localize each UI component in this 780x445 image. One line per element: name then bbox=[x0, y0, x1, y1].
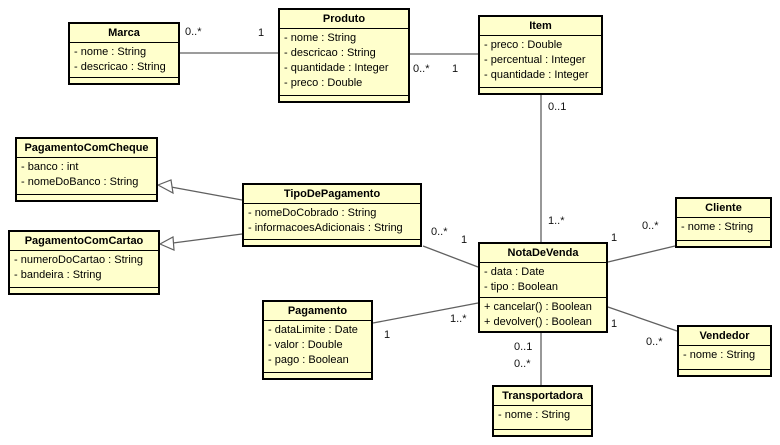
attribute: - quantidade : Integer bbox=[484, 69, 589, 81]
attribute: - preco : Double bbox=[484, 39, 563, 51]
class-title: PagamentoComCheque bbox=[17, 139, 156, 158]
class-attributes: - data : Date - tipo : Boolean bbox=[480, 263, 606, 297]
attribute: - numeroDoCartao : String bbox=[14, 254, 143, 266]
class-attributes: - nome : String bbox=[677, 218, 770, 240]
class-title: TipoDePagamento bbox=[244, 185, 420, 204]
class-title: Item bbox=[480, 17, 601, 36]
multiplicity-label: 0..1 bbox=[514, 341, 533, 353]
attribute: - nome : String bbox=[498, 409, 571, 421]
empty-operations-compartment bbox=[480, 87, 601, 93]
class-attributes: - nome : String - descricao : String - q… bbox=[280, 29, 408, 95]
multiplicity-label: 0..1 bbox=[548, 101, 567, 113]
multiplicity-label: 1 bbox=[461, 234, 468, 246]
generalization-line-cartao bbox=[172, 233, 243, 244]
class-title: Marca bbox=[70, 24, 178, 43]
attribute: - nome : String bbox=[284, 32, 357, 44]
class-attributes: - nome : String - descricao : String bbox=[70, 43, 178, 77]
attribute: - nomeDoCobrado : String bbox=[248, 207, 377, 219]
attribute: - percentual : Integer bbox=[484, 54, 586, 66]
multiplicity-label: 1..* bbox=[548, 215, 565, 227]
class-title: NotaDeVenda bbox=[480, 244, 606, 263]
association-tipodepagamento-notadevenda bbox=[422, 245, 479, 268]
attribute: - descricao : String bbox=[74, 61, 166, 73]
class-attributes: - nome : String bbox=[679, 346, 770, 369]
empty-operations-compartment bbox=[264, 372, 371, 378]
class-attributes: - banco : int - nomeDoBanco : String bbox=[17, 158, 156, 194]
attribute: - descricao : String bbox=[284, 47, 376, 59]
multiplicity-label: 1 bbox=[258, 27, 265, 39]
class-vendedor[interactable]: Vendedor - nome : String bbox=[677, 325, 772, 377]
empty-operations-compartment bbox=[17, 194, 156, 200]
class-item[interactable]: Item - preco : Double - percentual : Int… bbox=[478, 15, 603, 95]
empty-operations-compartment bbox=[679, 369, 770, 375]
class-cliente[interactable]: Cliente - nome : String bbox=[675, 197, 772, 248]
attribute: - dataLimite : Date bbox=[268, 324, 358, 336]
class-title: Produto bbox=[280, 10, 408, 29]
multiplicity-label: 0..* bbox=[431, 226, 448, 238]
attribute: - tipo : Boolean bbox=[484, 281, 558, 293]
attribute: - nome : String bbox=[681, 221, 754, 233]
attribute: - quantidade : Integer bbox=[284, 62, 389, 74]
multiplicity-label: 0..* bbox=[185, 26, 202, 38]
class-pagamentocomcartao[interactable]: PagamentoComCartao - numeroDoCartao : St… bbox=[8, 230, 160, 295]
multiplicity-label: 0..* bbox=[514, 358, 531, 370]
class-title: PagamentoComCartao bbox=[10, 232, 158, 251]
empty-operations-compartment bbox=[677, 240, 770, 246]
association-notadevenda-cliente bbox=[607, 245, 676, 263]
generalization-arrow-cartao-icon bbox=[158, 236, 175, 251]
multiplicity-label: 1 bbox=[611, 318, 618, 330]
class-tipodepagamento[interactable]: TipoDePagamento - nomeDoCobrado : String… bbox=[242, 183, 422, 247]
class-operations: + cancelar() : Boolean + devolver() : Bo… bbox=[480, 297, 606, 331]
association-pagamento-notadevenda bbox=[372, 302, 479, 324]
multiplicity-label: 1 bbox=[384, 329, 391, 341]
operation: + cancelar() : Boolean bbox=[484, 301, 592, 313]
attribute: - nomeDoBanco : String bbox=[21, 176, 139, 188]
class-title: Vendedor bbox=[679, 327, 770, 346]
multiplicity-label: 1 bbox=[452, 63, 459, 75]
attribute: - nome : String bbox=[683, 349, 756, 361]
class-title: Cliente bbox=[677, 199, 770, 218]
association-notadevenda-vendedor bbox=[607, 306, 678, 332]
operation: + devolver() : Boolean bbox=[484, 316, 592, 328]
multiplicity-label: 1..* bbox=[450, 313, 467, 325]
generalization-line-cheque bbox=[170, 186, 243, 201]
class-attributes: - preco : Double - percentual : Integer … bbox=[480, 36, 601, 87]
class-pagamentocomcheque[interactable]: PagamentoComCheque - banco : int - nomeD… bbox=[15, 137, 158, 202]
class-marca[interactable]: Marca - nome : String - descricao : Stri… bbox=[68, 22, 180, 85]
attribute: - data : Date bbox=[484, 266, 545, 278]
attribute: - informacoesAdicionais : String bbox=[248, 222, 403, 234]
attribute: - valor : Double bbox=[268, 339, 343, 351]
class-transportadora[interactable]: Transportadora - nome : String bbox=[492, 385, 593, 437]
class-title: Transportadora bbox=[494, 387, 591, 406]
class-attributes: - nomeDoCobrado : String - informacoesAd… bbox=[244, 204, 420, 239]
attribute: - banco : int bbox=[21, 161, 79, 173]
class-title: Pagamento bbox=[264, 302, 371, 321]
attribute: - bandeira : String bbox=[14, 269, 102, 281]
class-notadevenda[interactable]: NotaDeVenda - data : Date - tipo : Boole… bbox=[478, 242, 608, 333]
class-attributes: - nome : String bbox=[494, 406, 591, 429]
attribute: - nome : String bbox=[74, 46, 147, 58]
empty-operations-compartment bbox=[244, 239, 420, 245]
attribute: - pago : Boolean bbox=[268, 354, 349, 366]
multiplicity-label: 0..* bbox=[413, 63, 430, 75]
class-produto[interactable]: Produto - nome : String - descricao : St… bbox=[278, 8, 410, 103]
multiplicity-label: 0..* bbox=[642, 220, 659, 232]
class-attributes: - dataLimite : Date - valor : Double - p… bbox=[264, 321, 371, 372]
class-attributes: - numeroDoCartao : String - bandeira : S… bbox=[10, 251, 158, 287]
empty-operations-compartment bbox=[10, 287, 158, 293]
empty-operations-compartment bbox=[494, 429, 591, 435]
generalization-arrow-cheque-icon bbox=[156, 179, 174, 195]
class-pagamento[interactable]: Pagamento - dataLimite : Date - valor : … bbox=[262, 300, 373, 380]
multiplicity-label: 0..* bbox=[646, 336, 663, 348]
empty-operations-compartment bbox=[280, 95, 408, 101]
multiplicity-label: 1 bbox=[611, 232, 618, 244]
empty-operations-compartment bbox=[70, 77, 178, 83]
attribute: - preco : Double bbox=[284, 77, 363, 89]
